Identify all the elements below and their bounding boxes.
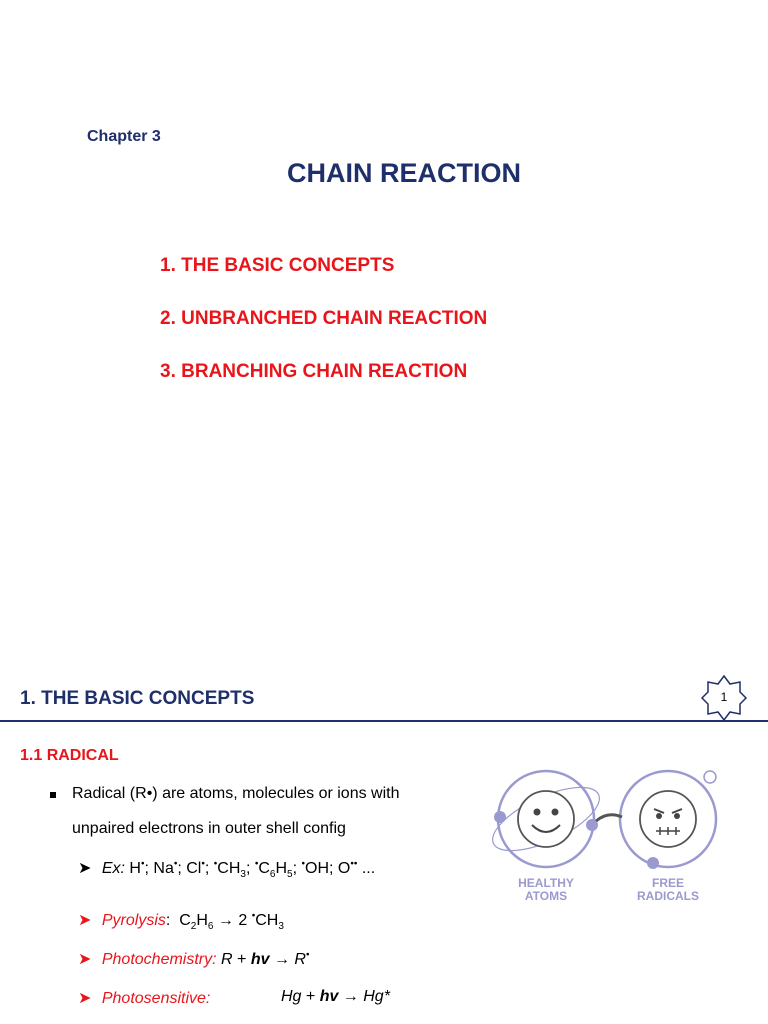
chapter-label: Chapter 3 (87, 128, 161, 145)
subsection-title: 1.1 RADICAL (20, 747, 119, 764)
photosensitive-line: ➤ Photosensitive: (78, 988, 210, 1008)
radicals-label-2: RADICALS (637, 889, 699, 903)
arrow-bullet-icon: ➤ (78, 912, 92, 929)
pyrolysis-label: Pyrolysis (101, 912, 166, 929)
photosensitive-equation: Hg + hv → Hg* (281, 988, 390, 1005)
bullet-line-1: Radical (R•) are atoms, molecules or ion… (72, 785, 400, 802)
photochemistry-line: ➤ Photochemistry: R + hv → R• (78, 949, 310, 968)
example-label: Ex: (101, 860, 125, 877)
radicals-label-1: FREE (652, 876, 684, 890)
healthy-label-1: HEALTHY (518, 876, 574, 890)
pyrolysis-line: ➤ Pyrolysis: C2H6 → 2 •CH3 (78, 910, 284, 933)
arrow-bullet-icon: ➤ (78, 990, 92, 1007)
page-number: 1 (720, 690, 728, 704)
arrow-bullet-icon: ➤ (78, 951, 92, 968)
example-line: ➤ Ex: H•; Na•; Cl•; •CH3; •C6H5; •OH; O•… (78, 858, 376, 881)
title-slide: Chapter 3 CHAIN REACTION 1. THE BASIC CO… (87, 128, 521, 382)
toc-item-3: 3. BRANCHING CHAIN REACTION (160, 361, 468, 382)
arrow-bullet-icon: ➤ (78, 860, 92, 877)
chapter-title: CHAIN REACTION (287, 158, 521, 188)
photosensitive-label: Photosensitive: (101, 990, 211, 1007)
bullet-line-2: unpaired electrons in outer shell config (72, 820, 346, 837)
content-slide: 1. THE BASIC CONCEPTS 1 1.1 RADICAL Radi… (0, 650, 768, 1024)
atoms-radicals-illustration: HEALTHY ATOMS FREE RADICALS (492, 769, 718, 903)
toc-item-2: 2. UNBRANCHED CHAIN REACTION (160, 308, 488, 329)
page-badge-icon (700, 674, 748, 722)
title-divider (0, 720, 768, 722)
photochemistry-label: Photochemistry: (101, 951, 217, 968)
toc-item-1: 1. THE BASIC CONCEPTS (160, 255, 395, 276)
section-title: 1. THE BASIC CONCEPTS (20, 688, 255, 709)
healthy-label-2: ATOMS (525, 889, 567, 903)
bullet-square-icon (50, 792, 56, 798)
